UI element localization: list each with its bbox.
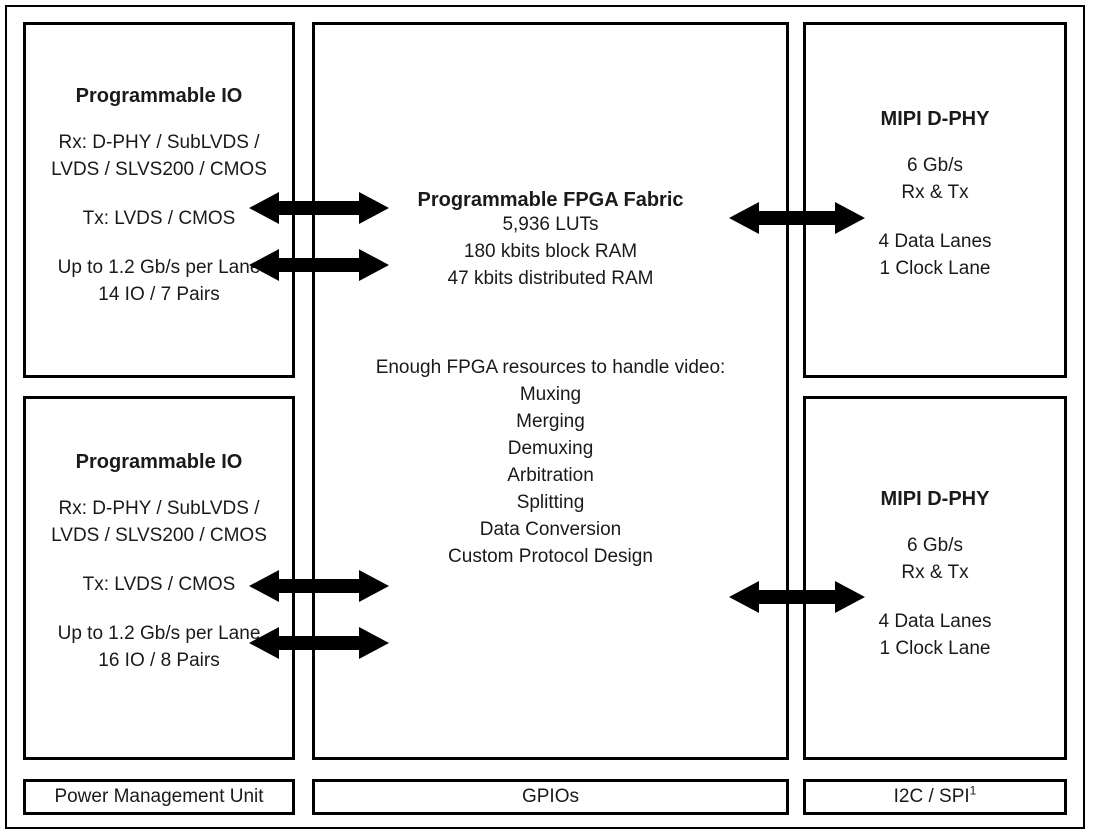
io-top-rate-line: Up to 1.2 Gb/s per Lane [57, 257, 261, 278]
io-bottom-pins-line: 16 IO / 8 Pairs [98, 650, 220, 671]
fabric-resource-item: Merging [516, 411, 585, 432]
block-programmable-fpga-fabric: Programmable FPGA Fabric 5,936 LUTs 180 … [312, 22, 789, 760]
io-top-tx-line: Tx: LVDS / CMOS [82, 208, 236, 229]
io-top-rx-line-1: Rx: D-PHY / SubLVDS / [58, 132, 260, 153]
io-top-rx-line-2: LVDS / SLVS200 / CMOS [51, 159, 267, 180]
mipi-top-clock-lane: 1 Clock Lane [879, 258, 991, 279]
footer-i2c-spi-text: I2C / SPI [893, 786, 970, 807]
mipi-top-rate: 6 Gb/s [907, 155, 963, 176]
mipi-bottom-data-lanes: 4 Data Lanes [878, 611, 992, 632]
footer-pmu-label: Power Management Unit [54, 786, 264, 807]
block-mipi-dphy-bottom: MIPI D-PHY 6 Gb/s Rx & Tx 4 Data Lanes 1… [803, 396, 1067, 760]
footer-i2c-spi-footnote-marker: 1 [969, 783, 977, 798]
footer-gpios: GPIOs [312, 779, 789, 815]
block-programmable-io-bottom: Programmable IO Rx: D-PHY / SubLVDS / LV… [23, 396, 295, 760]
fabric-resource-item: Splitting [516, 492, 585, 513]
fabric-resource-item: Arbitration [507, 465, 594, 486]
io-bottom-tx-line: Tx: LVDS / CMOS [82, 574, 236, 595]
io-bottom-rx-line-2: LVDS / SLVS200 / CMOS [51, 525, 267, 546]
footer-i2c-spi-label: I2C / SPI1 [893, 783, 977, 808]
mipi-top-direction: Rx & Tx [901, 182, 969, 203]
fabric-resources-heading: Enough FPGA resources to handle video: [375, 357, 726, 378]
mipi-bottom-clock-lane: 1 Clock Lane [879, 638, 991, 659]
mipi-bottom-title: MIPI D-PHY [880, 488, 990, 510]
io-bottom-rx-line-1: Rx: D-PHY / SubLVDS / [58, 498, 260, 519]
io-bottom-rate-line: Up to 1.2 Gb/s per Lane [57, 623, 261, 644]
fabric-resource-item: Custom Protocol Design [448, 546, 653, 567]
fabric-resource-item: Muxing [519, 384, 582, 405]
footer-i2c-spi: I2C / SPI1 [803, 779, 1067, 815]
block-mipi-dphy-top: MIPI D-PHY 6 Gb/s Rx & Tx 4 Data Lanes 1… [803, 22, 1067, 378]
mipi-top-title: MIPI D-PHY [880, 108, 990, 130]
io-top-title: Programmable IO [75, 85, 243, 107]
fabric-distributed-ram: 47 kbits distributed RAM [447, 268, 654, 289]
fabric-title: Programmable FPGA Fabric [417, 189, 684, 211]
footer-gpios-label: GPIOs [521, 786, 579, 807]
mipi-bottom-rate: 6 Gb/s [907, 535, 963, 556]
outer-frame [5, 5, 1085, 829]
footer-power-management-unit: Power Management Unit [23, 779, 295, 815]
mipi-bottom-direction: Rx & Tx [901, 562, 969, 583]
fabric-block-ram: 180 kbits block RAM [463, 241, 638, 262]
io-top-pins-line: 14 IO / 7 Pairs [98, 284, 220, 305]
io-bottom-title: Programmable IO [75, 451, 243, 473]
fabric-resource-item: Data Conversion [479, 519, 622, 540]
fabric-resource-item: Demuxing [507, 438, 594, 459]
mipi-top-data-lanes: 4 Data Lanes [878, 231, 992, 252]
fabric-luts: 5,936 LUTs [502, 214, 599, 235]
block-programmable-io-top: Programmable IO Rx: D-PHY / SubLVDS / LV… [23, 22, 295, 378]
